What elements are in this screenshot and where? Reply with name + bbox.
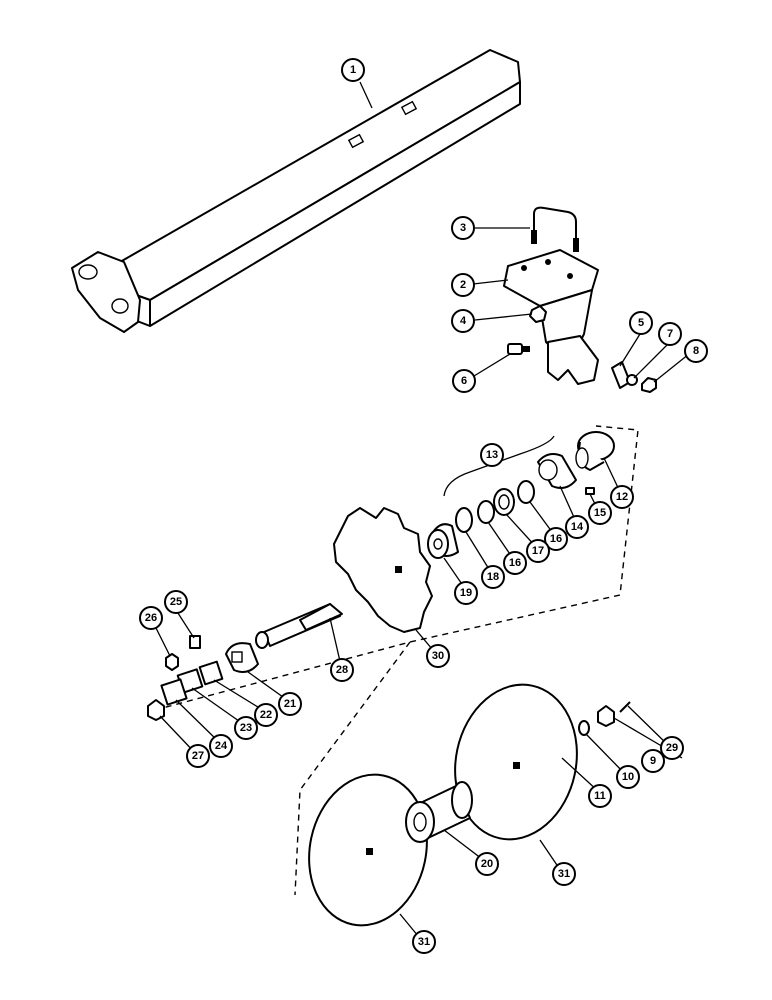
callout-2: 2 (451, 273, 475, 297)
callout-21: 21 (278, 692, 302, 716)
callout-label: 30 (432, 650, 444, 662)
callout-label: 27 (192, 750, 204, 762)
part-housing-14 (537, 453, 577, 489)
callout-label: 29 (666, 742, 678, 754)
callout-label: 8 (693, 345, 699, 357)
part-plate-22 (198, 660, 224, 686)
callout-label: 31 (558, 868, 570, 880)
callout-label: 23 (240, 722, 252, 734)
callout-label: 2 (460, 279, 466, 291)
part-seal-16b (517, 480, 535, 504)
callout-label: 14 (571, 521, 584, 533)
callout-label: 22 (260, 709, 272, 721)
part-frame-beam (71, 49, 521, 333)
callout-15: 15 (588, 501, 612, 525)
callout-17: 17 (526, 539, 550, 563)
callout-label: 26 (145, 612, 157, 624)
callout-label: 21 (284, 698, 296, 710)
callout-4: 4 (451, 309, 475, 333)
callout-label: 18 (487, 571, 499, 583)
callout-12: 12 (610, 485, 634, 509)
part-nut-26 (165, 653, 179, 671)
part-spacer-21 (225, 642, 259, 673)
part-disc-31-left (308, 773, 428, 927)
callout-label: 16 (509, 557, 521, 569)
part-bolt-6 (507, 343, 530, 355)
callout-label: 15 (594, 507, 606, 519)
callout-26: 26 (139, 606, 163, 630)
part-disc-31-right (454, 683, 578, 841)
callout-1: 1 (341, 58, 365, 82)
callout-30: 30 (426, 644, 450, 668)
part-ring-18 (455, 507, 473, 533)
callout-14: 14 (565, 515, 589, 539)
callout-label: 16 (550, 533, 562, 545)
callout-label: 3 (460, 222, 466, 234)
group-bracket-13 (443, 435, 555, 497)
callout-31a: 31 (552, 862, 576, 886)
part-bolt-25 (189, 635, 201, 649)
part-bearing-17 (493, 488, 515, 516)
assembly-boundary-discs (294, 641, 411, 896)
callout-label: 10 (622, 771, 634, 783)
callout-label: 9 (650, 755, 656, 767)
part-nut-9 (597, 705, 615, 727)
callout-label: 6 (461, 375, 467, 387)
callout-label: 28 (336, 664, 348, 676)
part-u-bolt (531, 206, 579, 252)
callout-3: 3 (451, 216, 475, 240)
callout-label: 1 (350, 64, 356, 76)
part-axle-28 (255, 603, 343, 649)
part-seal-16a (477, 500, 495, 524)
callout-19: 19 (454, 581, 478, 605)
part-nut-4 (529, 305, 547, 323)
part-notched-disc-30 (333, 507, 433, 633)
callout-label: 12 (616, 491, 628, 503)
callout-22: 22 (254, 703, 278, 727)
callout-label: 11 (594, 790, 606, 802)
callout-label: 13 (486, 449, 498, 461)
callout-label: 4 (460, 315, 467, 327)
callout-11: 11 (588, 784, 612, 808)
callout-24: 24 (209, 734, 233, 758)
callout-label: 7 (667, 328, 673, 340)
callout-29: 29 (660, 736, 684, 760)
callout-7: 7 (658, 322, 682, 346)
callout-label: 17 (532, 545, 544, 557)
part-hub-19 (427, 523, 459, 559)
part-plate-5 (611, 361, 631, 389)
part-nut-8 (641, 377, 657, 393)
callout-18: 18 (481, 565, 505, 589)
callout-16a: 16 (544, 527, 568, 551)
callout-label: 5 (638, 317, 644, 329)
part-nut-27 (147, 699, 165, 721)
callout-label: 25 (170, 596, 182, 608)
callout-13: 13 (480, 443, 504, 467)
part-cap-12 (575, 431, 615, 471)
part-washer-10 (578, 720, 590, 736)
callout-5: 5 (629, 311, 653, 335)
part-bracket (503, 249, 599, 385)
callout-9: 9 (641, 749, 665, 773)
part-grease-fitting-15 (585, 487, 595, 495)
callout-8: 8 (684, 339, 708, 363)
callout-23: 23 (234, 716, 258, 740)
callout-label: 24 (215, 740, 228, 752)
callout-27: 27 (186, 744, 210, 768)
callout-25: 25 (164, 590, 188, 614)
callout-label: 31 (418, 936, 430, 948)
part-spool-20 (405, 781, 473, 843)
callout-28: 28 (330, 658, 354, 682)
callout-6: 6 (452, 369, 476, 393)
callout-31b: 31 (412, 930, 436, 954)
callout-20: 20 (475, 852, 499, 876)
callout-label: 20 (481, 858, 493, 870)
callout-16b: 16 (503, 551, 527, 575)
part-pin-29 (619, 701, 631, 713)
callout-label: 19 (460, 587, 472, 599)
callout-10: 10 (616, 765, 640, 789)
